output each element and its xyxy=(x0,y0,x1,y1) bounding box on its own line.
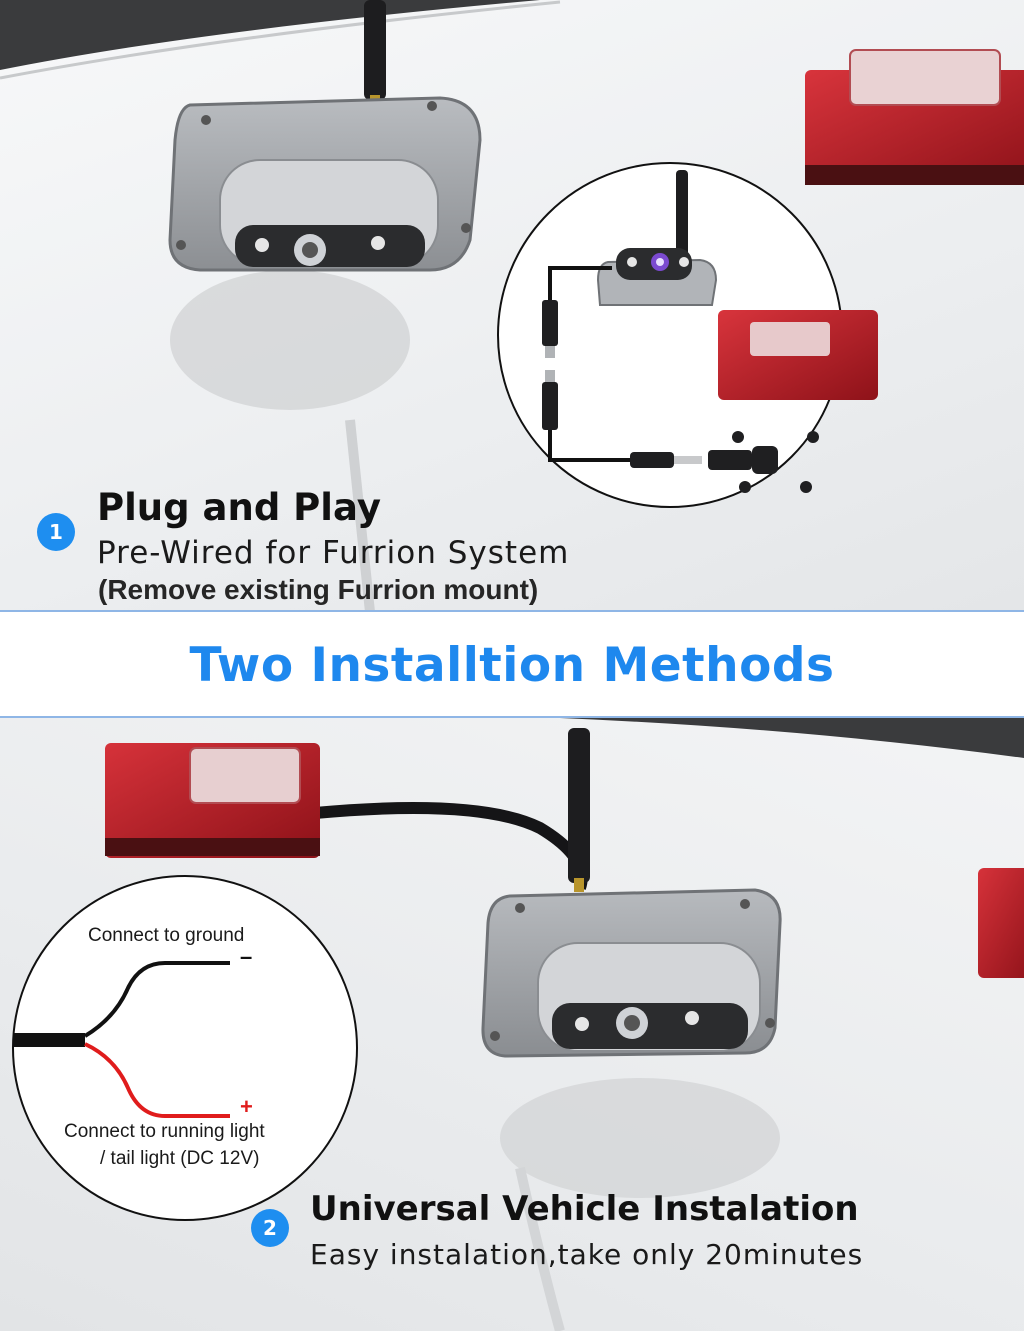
universal-installation-subline: Easy instalation,take only 20minutes xyxy=(310,1238,864,1271)
universal-installation-illustration xyxy=(12,718,1024,1331)
plug-and-play-detail-circle xyxy=(497,162,878,508)
plug-and-play-heading: Plug and Play xyxy=(97,486,381,529)
tail-light-icon xyxy=(805,49,1024,185)
plug-and-play-note: (Remove existing Furrion mount) xyxy=(98,574,539,605)
power-connection-label-line2: / tail light (DC 12V) xyxy=(100,1148,260,1169)
backup-camera-icon xyxy=(481,888,782,1058)
ground-sign: – xyxy=(240,944,253,969)
banner-title: Two Installtion Methods xyxy=(189,637,835,693)
methods-banner: Two Installtion Methods xyxy=(0,612,1024,718)
antenna-icon xyxy=(568,728,590,892)
plug-and-play-subline: Pre-Wired for Furrion System xyxy=(97,535,570,571)
ground-connection-label: Connect to ground xyxy=(88,925,245,946)
power-connection-label-line1: Connect to running light xyxy=(64,1121,265,1142)
banner-bottom-divider xyxy=(0,716,1024,718)
universal-installation-panel: Connect to ground – + Connect to running… xyxy=(0,718,1024,1331)
connector-plug-icon xyxy=(542,300,558,430)
power-sign: + xyxy=(240,1094,253,1119)
banner-top-divider xyxy=(0,610,1024,612)
universal-installation-heading: Universal Vehicle Instalation xyxy=(310,1189,859,1229)
antenna-icon xyxy=(364,0,386,109)
tail-light-icon xyxy=(105,743,320,858)
step-badge-1: 1 xyxy=(37,513,75,551)
plug-and-play-illustration xyxy=(0,0,1024,612)
plug-and-play-panel: 1 Plug and Play Pre-Wired for Furrion Sy… xyxy=(0,0,1024,612)
step-badge-2: 2 xyxy=(251,1209,289,1247)
wiring-detail-circle xyxy=(12,875,358,1221)
backup-camera-icon xyxy=(168,96,482,272)
